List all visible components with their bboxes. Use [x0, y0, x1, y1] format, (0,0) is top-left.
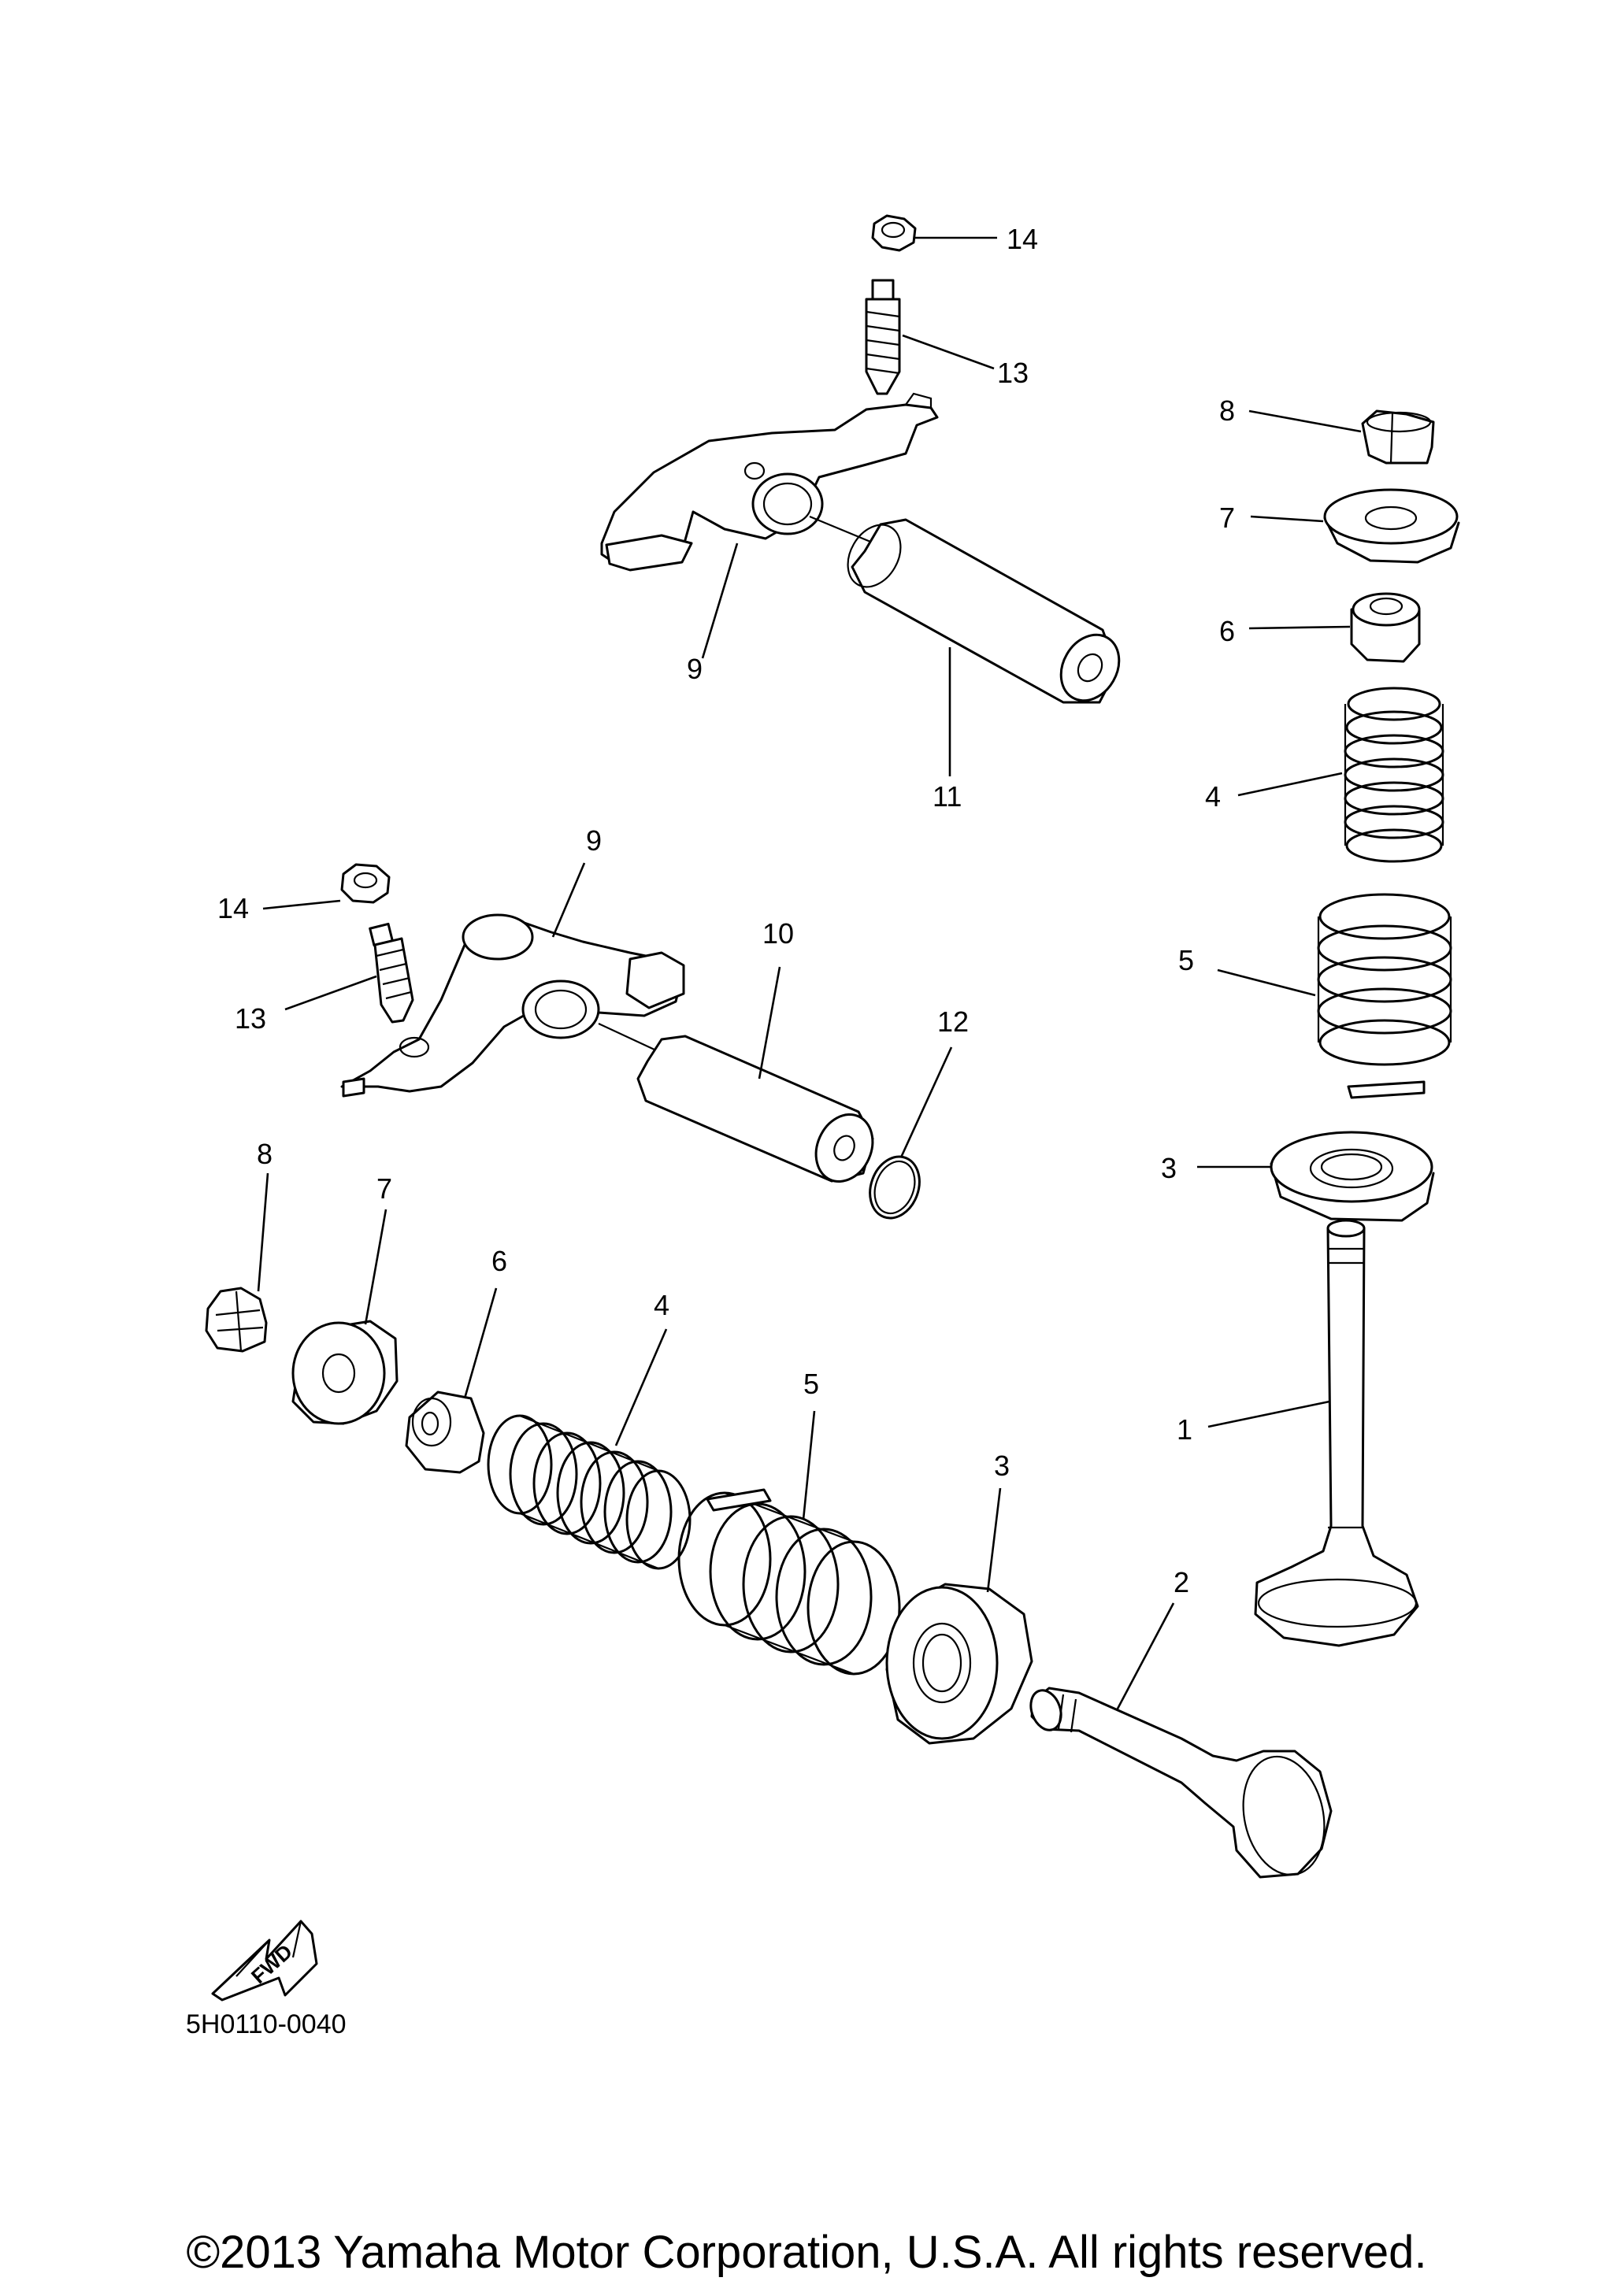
part-4-inner-spring-left [487, 1414, 692, 1570]
callout-5-left: 5 [803, 1368, 819, 1400]
leader-8-right [1248, 409, 1362, 433]
part-11-rocker-shaft-upper [809, 515, 1121, 704]
fwd-arrow-icon: FWD [211, 1920, 318, 2002]
part-9-rocker-arm-upper [600, 392, 939, 572]
part-10-rocker-shaft-lower [598, 1023, 874, 1183]
leader-9-upper [701, 543, 739, 659]
callout-12: 12 [937, 1005, 969, 1038]
leader-1 [1207, 1400, 1330, 1428]
leader-5-left [802, 1410, 816, 1520]
part-5-outer-spring-left [677, 1488, 901, 1676]
leader-7-right [1250, 515, 1324, 523]
leader-4-right [1237, 772, 1343, 797]
callout-14-lower: 14 [217, 892, 249, 924]
callout-1: 1 [1177, 1413, 1192, 1446]
callout-3-right: 3 [1161, 1152, 1177, 1184]
part-14-nut-upper [871, 214, 917, 252]
leader-5-right [1217, 968, 1316, 997]
callout-6-left: 6 [491, 1245, 507, 1277]
part-3-spring-seat-left [885, 1583, 1033, 1745]
callout-8-right: 8 [1219, 394, 1235, 427]
callout-11: 11 [933, 780, 962, 813]
leader-2 [1115, 1602, 1175, 1711]
part-13-adjuster-upper [865, 279, 901, 395]
leader-3-left [986, 1487, 1002, 1593]
part-14-nut-lower [340, 863, 391, 904]
callout-7-right: 7 [1219, 502, 1235, 534]
part-8-cotter-right [1361, 409, 1435, 465]
callout-8-left: 8 [257, 1138, 273, 1170]
callout-4-right: 4 [1205, 780, 1221, 813]
leader-13-lower [284, 975, 377, 1011]
part-7-retainer-left [291, 1320, 399, 1425]
callout-7-left: 7 [376, 1172, 392, 1205]
leader-4-left [614, 1328, 668, 1446]
callout-5-right: 5 [1178, 944, 1194, 976]
copyright-notice: ©2013 Yamaha Motor Corporation, U.S.A. A… [186, 2227, 1426, 2278]
leader-14-lower [262, 899, 341, 910]
part-6-seal-left [405, 1391, 485, 1474]
part-8-cotter-left [205, 1287, 268, 1353]
part-5-outer-spring-right [1317, 893, 1452, 1099]
part-2-valve-left [1029, 1687, 1333, 1879]
callout-9-lower: 9 [586, 824, 602, 857]
callout-3-left: 3 [994, 1450, 1010, 1482]
callout-2: 2 [1174, 1566, 1189, 1598]
part-12-o-ring [869, 1155, 921, 1220]
part-9-rocker-arm-lower [340, 913, 685, 1098]
leader-13-upper [902, 334, 995, 370]
callout-6-right: 6 [1219, 615, 1235, 647]
leader-12 [899, 1046, 953, 1158]
leader-9-lower [551, 862, 586, 938]
part-6-seal-right [1350, 592, 1421, 663]
part-3-spring-seat-right [1270, 1131, 1435, 1222]
leader-10 [758, 966, 781, 1079]
diagram-code: 5H0110-0040 [186, 2009, 347, 2039]
leader-8-left [257, 1172, 269, 1292]
callout-13-lower: 13 [235, 1002, 266, 1035]
callout-13-upper: 13 [997, 357, 1029, 389]
callout-9-upper: 9 [687, 653, 703, 685]
callout-4-left: 4 [654, 1289, 669, 1321]
callout-10: 10 [762, 917, 794, 950]
leader-6-left [463, 1287, 498, 1399]
part-7-retainer-right [1323, 488, 1460, 564]
part-4-inner-spring-right [1344, 687, 1444, 863]
part-13-adjuster-lower [369, 922, 414, 1024]
leader-6-right [1248, 625, 1351, 630]
part-1-valve-right [1254, 1219, 1419, 1647]
callout-14-upper: 14 [1007, 223, 1038, 255]
leader-7-left [364, 1209, 387, 1325]
